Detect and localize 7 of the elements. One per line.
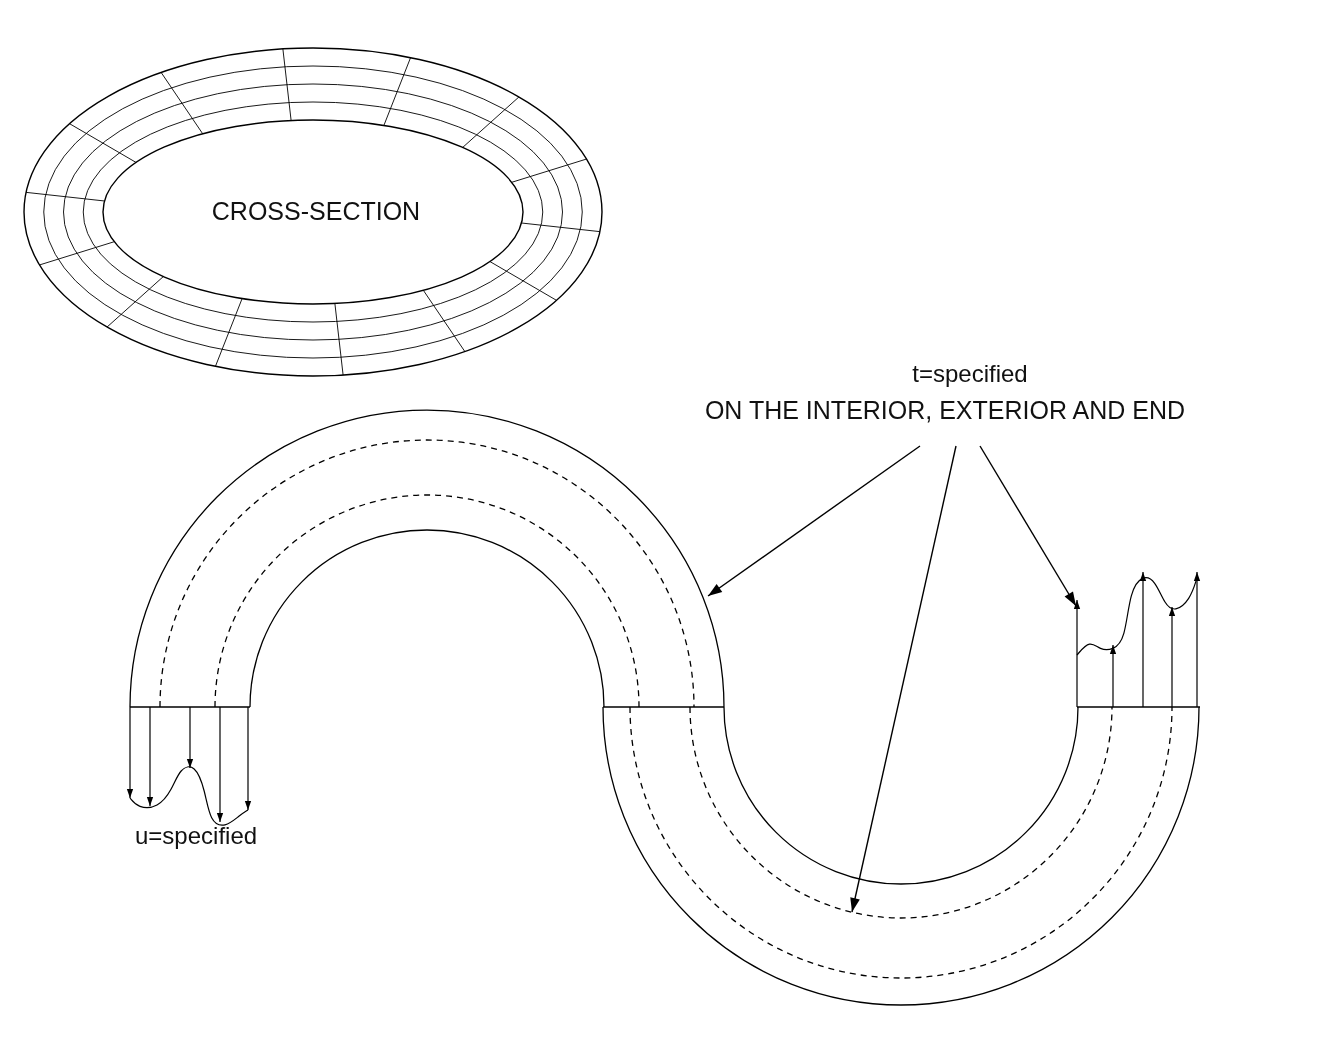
arrow <box>850 445 957 913</box>
section-title: CROSS-SECTION <box>210 197 422 226</box>
boundary-condition-label: u=specified <box>135 822 258 850</box>
condition-note: ON THE INTERIOR, EXTERIOR AND END <box>703 396 1187 425</box>
condition-label: t=specified <box>911 360 1029 388</box>
arrow <box>979 445 1077 607</box>
arrow <box>707 445 921 597</box>
